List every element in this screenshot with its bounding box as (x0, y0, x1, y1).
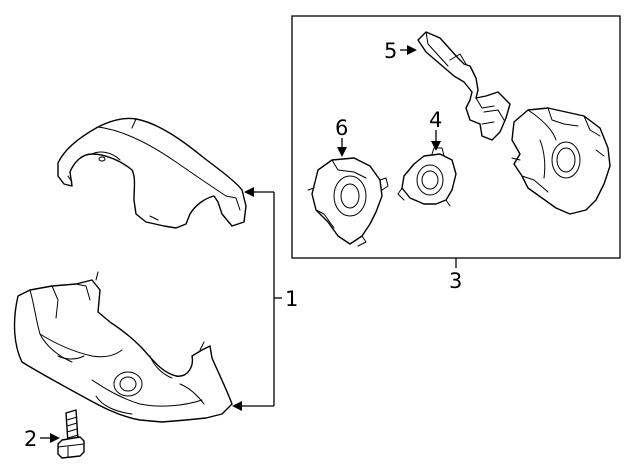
screw (57, 409, 85, 459)
sensor-ring (397, 147, 457, 207)
callout-4: 4 (429, 108, 442, 132)
callout-5: 5 (384, 39, 397, 63)
switch-stalk (417, 31, 511, 141)
leader-lines (40, 45, 457, 443)
callout-1: 1 (285, 287, 298, 311)
clockspring-housing (511, 107, 611, 215)
upper-column-shroud (57, 117, 247, 229)
callout-6: 6 (335, 116, 348, 140)
callout-3: 3 (449, 269, 462, 293)
lower-column-shroud (13, 271, 233, 423)
clockspring-rotor (307, 157, 389, 247)
callout-2: 2 (24, 427, 37, 451)
